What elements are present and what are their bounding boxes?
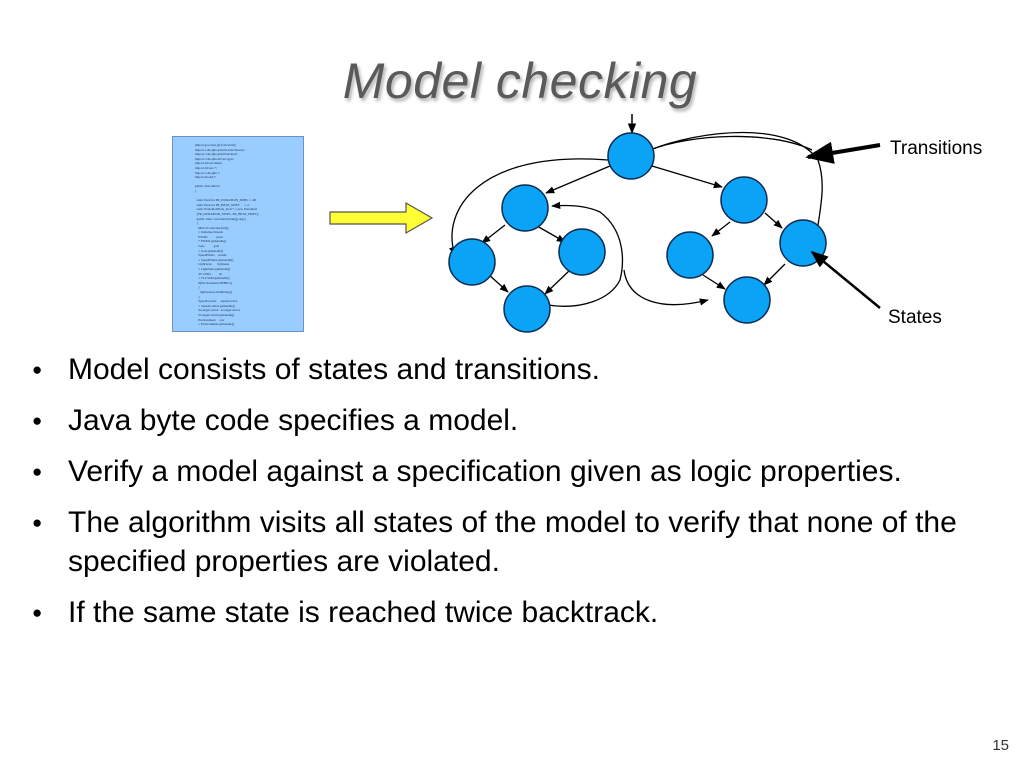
code-line: public class Mirror xyxy=(195,184,221,189)
code-line: = TLC5940.gethandle() xyxy=(195,276,230,281)
state-node xyxy=(448,238,496,286)
bullet-text: Model consists of states and transitions… xyxy=(68,353,600,386)
bullet-dot-icon: ● xyxy=(32,360,43,379)
code-line: import com.ajile.drivers.gptc; xyxy=(195,156,235,161)
states-pointer-arrow xyxy=(810,250,881,309)
code-line: lightsensors.initDebug() xyxy=(195,290,232,294)
bullet-dot-icon: ● xyxy=(32,411,43,430)
state-transition-diagram: Transitions States xyxy=(329,114,982,333)
transition-edge xyxy=(651,165,723,189)
transition-edge xyxy=(547,201,624,307)
transition-edge xyxy=(487,273,509,293)
code-line: (PR_DURATION_MSEC, PR_BEAT_MSEC); xyxy=(195,211,260,216)
code-listing-lines: import gov.nasa.jpf.jvm.Verify; import c… xyxy=(173,137,303,327)
bullet-item: ● Model consists of states and transitio… xyxy=(28,350,988,389)
bullet-text: If the same state is reached twice backt… xyxy=(68,596,659,629)
code-line: StorageControl.gethandle() xyxy=(195,312,235,317)
bullet-dot-icon: ● xyxy=(32,462,43,481)
code-line: import com.ajile.*; xyxy=(195,170,221,175)
page-number: 15 xyxy=(992,737,1009,754)
states-label: States xyxy=(888,307,942,328)
transition-edge xyxy=(764,212,783,229)
code-line: { xyxy=(195,221,199,226)
code-line: import gov.nasa.jpf.jvm.Verify; xyxy=(195,143,237,147)
code-line: { xyxy=(195,188,197,193)
state-node xyxy=(720,176,768,224)
state-node xyxy=(723,276,771,324)
transition-edge xyxy=(481,224,506,244)
code-line: = SpeedFilters.gethandle() xyxy=(195,257,234,262)
transition-edge xyxy=(702,274,726,290)
code-line: } xyxy=(195,294,200,299)
code-line: * PWM1.gethandle() xyxy=(195,239,227,244)
transition-edge xyxy=(623,269,709,306)
slide-title: Model checking xyxy=(342,53,698,109)
transition-edge xyxy=(649,135,813,151)
yellow-arrow xyxy=(329,201,434,235)
code-line: StorageControl storagecontrol xyxy=(195,308,240,313)
bullet-item: ● Verify a model against a specification… xyxy=(28,452,988,491)
code-line: MirrorController.Init(); xyxy=(195,225,229,230)
code-listing-thumbnail: import gov.nasa.jpf.jvm.Verify; import c… xyxy=(172,136,304,332)
transitions-label: Transitions xyxy=(890,138,982,159)
code-line: import com.ajile.jem.PianoRoll; xyxy=(195,152,238,157)
code-line: static final int PR_DURATION_MSEC = 48; xyxy=(195,198,257,203)
code-line: PWM1 pwm xyxy=(195,234,223,239)
code-line: public static void main(String[] args) xyxy=(195,216,246,221)
state-node xyxy=(558,228,606,276)
bullet-dot-icon: ● xyxy=(32,603,43,622)
bullet-item: ● Java byte code specifies a model. xyxy=(28,401,988,440)
code-line: { xyxy=(195,285,200,290)
transition-edge xyxy=(544,269,571,295)
state-node xyxy=(666,231,714,279)
code-line: import com.ajile.jem.PeriodicThread; xyxy=(195,147,245,152)
transition-edge xyxy=(763,263,786,286)
code-line: LightSens lightsens xyxy=(195,262,230,267)
code-line: if(Environment.DEBUG) xyxy=(195,280,232,285)
state-node xyxy=(607,132,655,180)
code-line: static PianoRollState_Roll * = new Piano… xyxy=(195,207,258,212)
transition-edge xyxy=(711,221,731,237)
code-line: = SpeedControl.gethandle() xyxy=(195,303,235,308)
code-line: = LightSens.gethandle() xyxy=(195,267,231,272)
code-line: // Initialise threads xyxy=(195,230,223,235)
code-line: Gate gate xyxy=(195,244,220,249)
bullet-item: ● The algorithm visits all states of the… xyxy=(28,503,988,581)
bullet-text: Java byte code specifies a model. xyxy=(68,404,519,437)
code-line: SpeedFilters results xyxy=(195,253,227,258)
code-line: = Gate.gethandle() xyxy=(195,248,224,253)
state-node xyxy=(501,184,549,232)
bullet-dot-icon: ● xyxy=(32,513,43,532)
bullet-list: ● Model consists of states and transitio… xyxy=(28,350,988,644)
transition-edge xyxy=(448,158,609,256)
code-line: import drivers.timer; xyxy=(195,161,223,166)
code-line: import model.*; xyxy=(195,175,217,180)
code-line: SpeedControl speedcontrol xyxy=(195,299,238,304)
code-line: import drivers.*; xyxy=(195,165,218,170)
code-line: static final int PR_BEAT_MSEC = 2; xyxy=(195,202,250,207)
code-line: = Environment.gethandle() xyxy=(195,322,235,327)
transition-edge xyxy=(545,165,611,194)
bullet-text: The algorithm visits all states of the m… xyxy=(68,506,957,578)
code-line: TC12364 tlc xyxy=(195,271,223,276)
bullet-text: Verify a model against a specification g… xyxy=(68,455,902,488)
bullet-item: ● If the same state is reached twice bac… xyxy=(28,593,988,632)
code-line: Environment env xyxy=(195,317,225,322)
transitions-pointer-arrow xyxy=(805,141,881,164)
state-node xyxy=(503,285,551,333)
